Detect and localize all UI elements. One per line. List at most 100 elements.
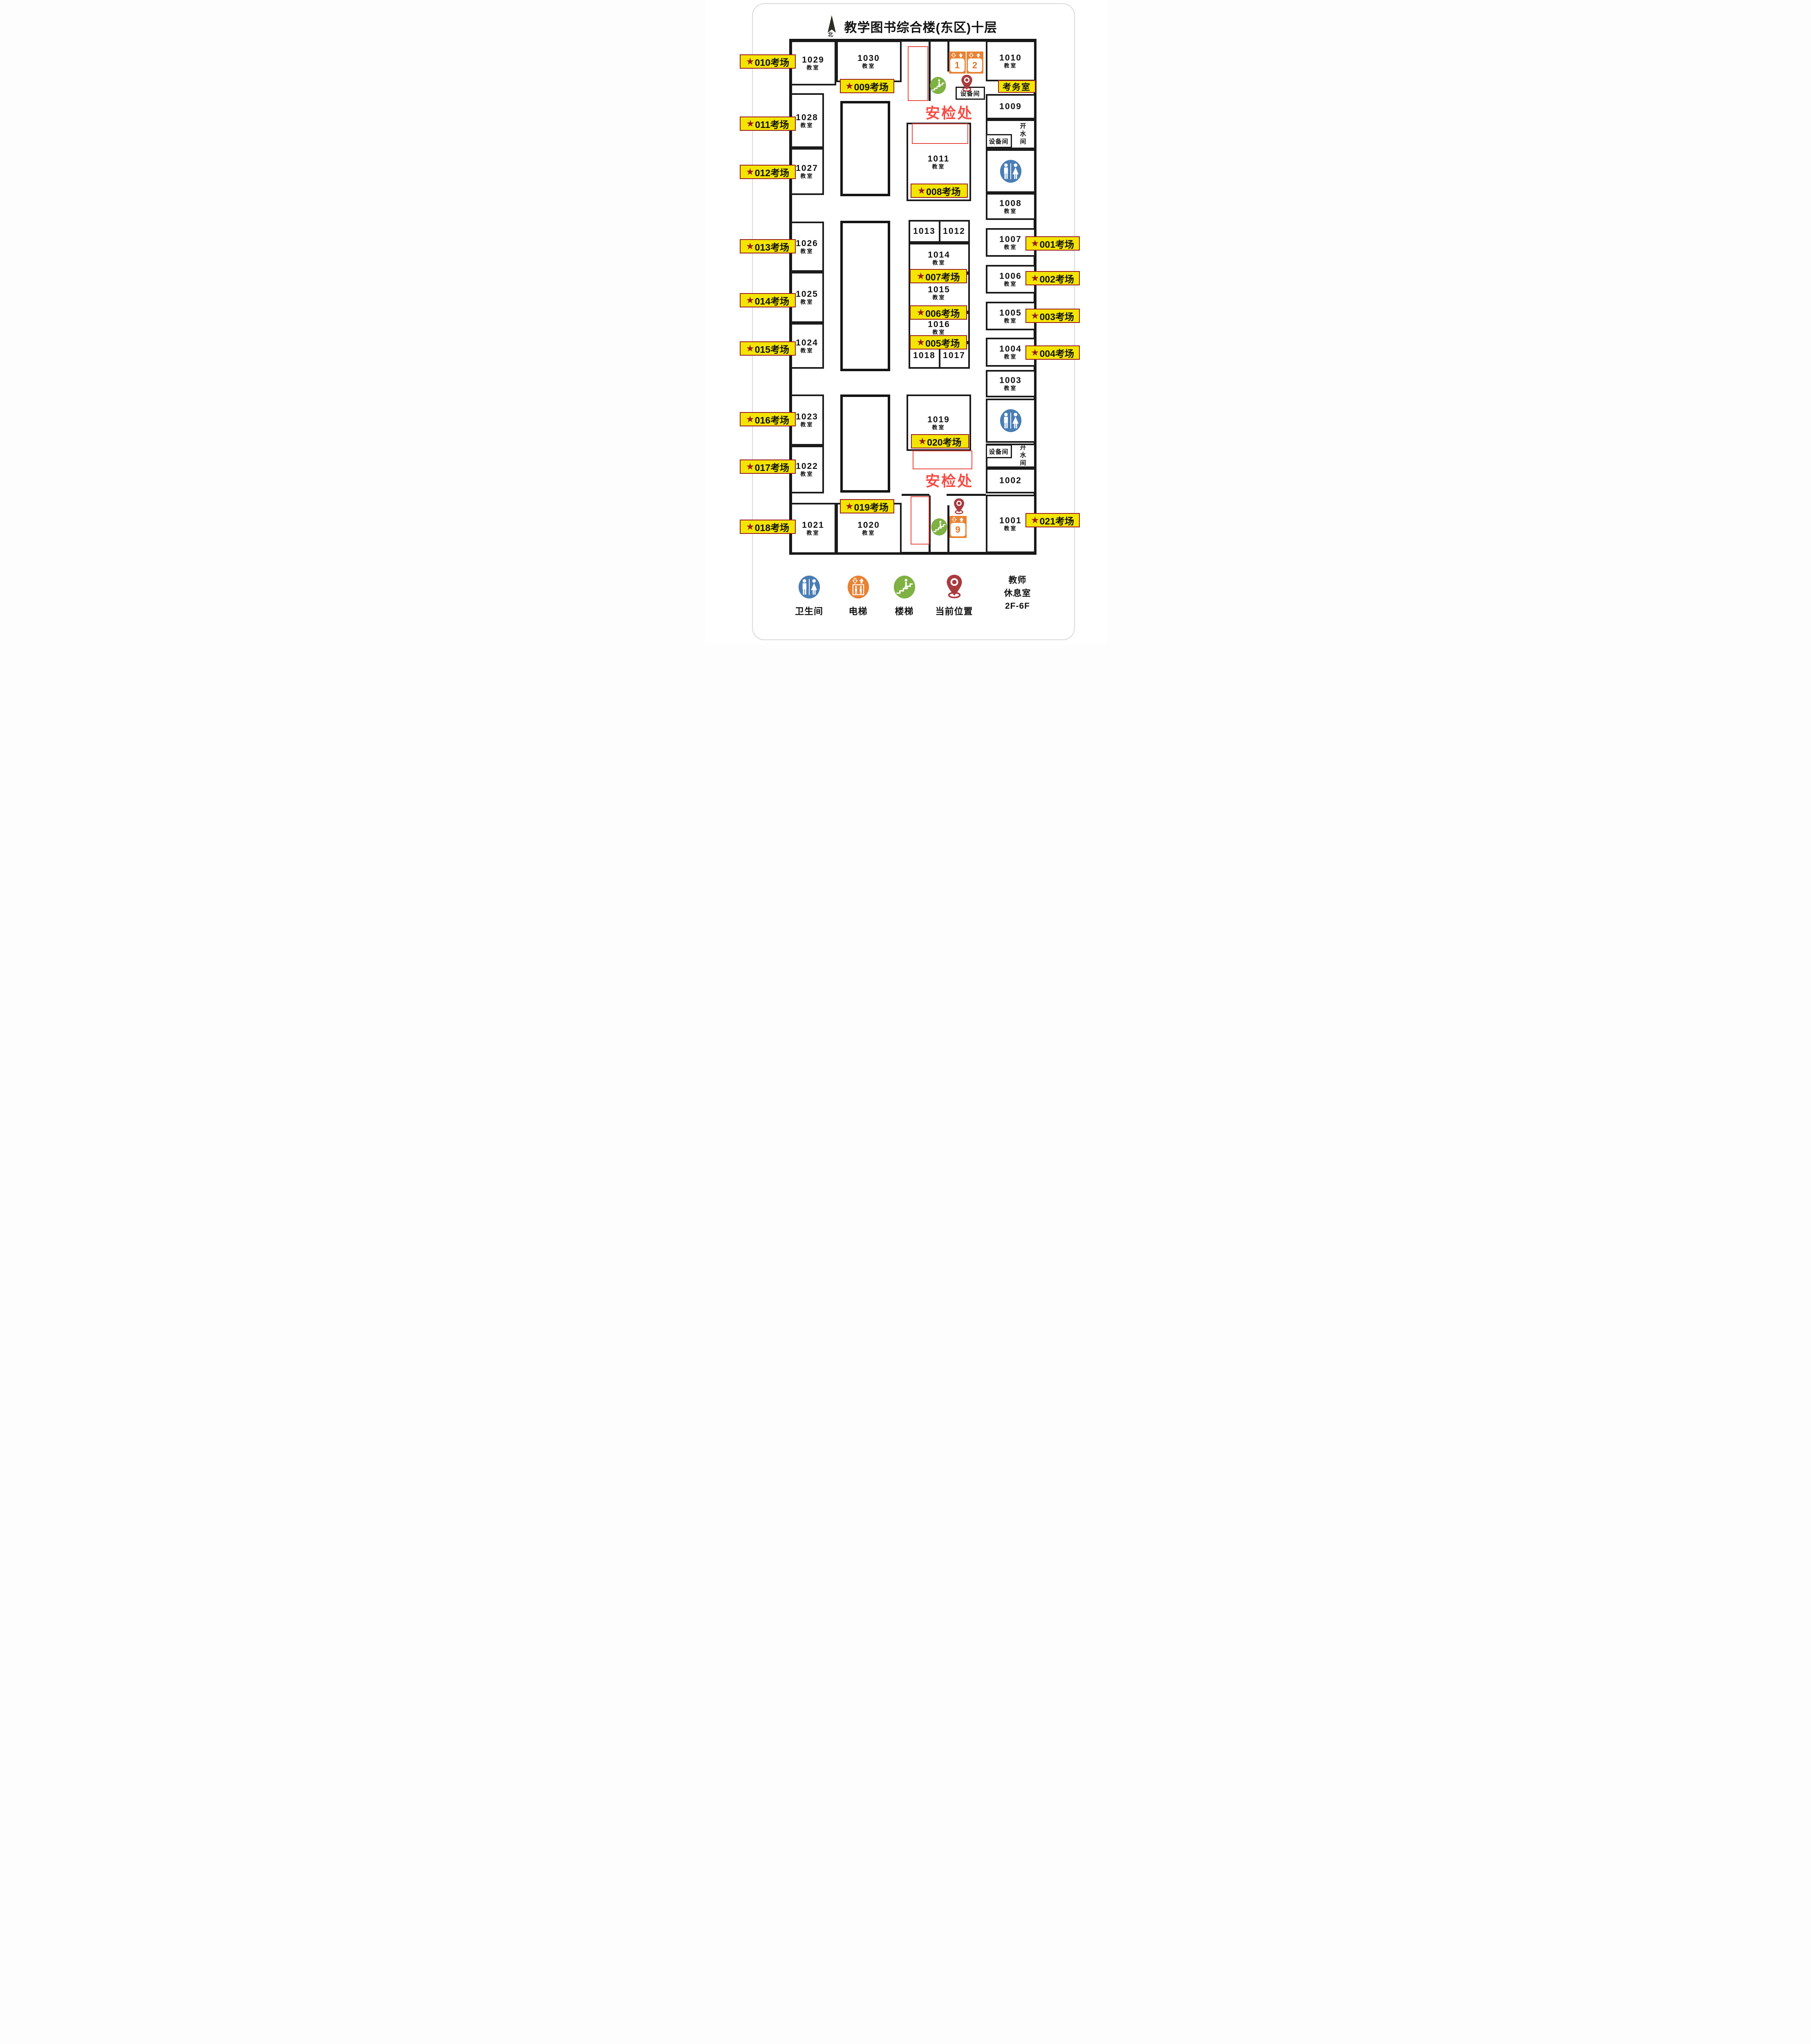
room-number: 1001 bbox=[999, 516, 1022, 526]
room-number: 1030 bbox=[857, 53, 880, 63]
room-number: 1021 bbox=[802, 520, 824, 530]
security-lane-top-vertical bbox=[907, 46, 928, 101]
room-number: 1027 bbox=[796, 164, 818, 173]
exam-office-label: 考务室 bbox=[998, 80, 1036, 93]
star-icon: ★ bbox=[1031, 347, 1039, 358]
star-icon: ★ bbox=[746, 241, 754, 251]
star-icon: ★ bbox=[916, 337, 925, 347]
atrium-void-top bbox=[840, 101, 890, 196]
page-title: 教学图书综合楼(东区)十层 bbox=[844, 20, 998, 35]
toilet-room-top bbox=[985, 149, 1036, 193]
room-number: 1026 bbox=[796, 239, 818, 249]
star-icon: ★ bbox=[916, 271, 925, 281]
exam-label-013: ★013考场 bbox=[739, 239, 796, 253]
elevator-number: 9 bbox=[950, 523, 965, 536]
exam-label-018: ★018考场 bbox=[739, 520, 796, 534]
exam-label-006: ★006考场 bbox=[909, 305, 967, 320]
room-number: 1016 bbox=[928, 319, 950, 329]
wall-segment bbox=[947, 39, 949, 72]
room-number: 1005 bbox=[999, 308, 1022, 318]
wall-segment bbox=[946, 494, 986, 496]
equipment-room-right-top: 设备间 bbox=[985, 134, 1012, 148]
star-icon: ★ bbox=[845, 501, 854, 511]
room-type: 教室 bbox=[1004, 244, 1017, 250]
room-type: 教室 bbox=[862, 530, 875, 536]
room-number: 1020 bbox=[857, 520, 880, 530]
security-lane-top-horizontal bbox=[911, 123, 968, 144]
elevator-9-icon: 9 bbox=[949, 516, 967, 538]
atrium-void-bottom bbox=[840, 394, 890, 493]
water-room-bottom-label: 开水间 bbox=[1020, 444, 1026, 466]
room-1008: 1008 教室 bbox=[985, 193, 1036, 220]
room-number: 1006 bbox=[999, 271, 1022, 281]
room-number: 1009 bbox=[999, 102, 1022, 112]
exam-label-001: ★001考场 bbox=[1025, 236, 1080, 251]
exam-label-012: ★012考场 bbox=[739, 165, 796, 179]
room-type: 教室 bbox=[806, 64, 820, 71]
room-type: 教室 bbox=[1004, 525, 1017, 532]
exam-label-004: ★004考场 bbox=[1025, 345, 1080, 360]
elevator-2-icon: 2 bbox=[966, 52, 983, 74]
wall-segment bbox=[928, 495, 931, 555]
security-lane-bottom-horizontal bbox=[912, 450, 972, 469]
location-pin-icon bbox=[961, 74, 972, 92]
room-number: 1004 bbox=[999, 344, 1022, 354]
room-type: 教室 bbox=[800, 471, 814, 477]
room-1021: 1021 教室 bbox=[790, 503, 836, 554]
exam-label-019: ★019考场 bbox=[839, 499, 894, 513]
room-1027: 1027 教室 bbox=[790, 148, 824, 195]
star-icon: ★ bbox=[746, 461, 754, 472]
room-type: 教室 bbox=[932, 329, 946, 335]
room-type: 教室 bbox=[1004, 280, 1017, 287]
exam-label-015: ★015考场 bbox=[739, 341, 796, 356]
exam-label-005: ★005考场 bbox=[909, 335, 967, 350]
equipment-room-label: 设备间 bbox=[989, 448, 1009, 455]
room-number: 1013 bbox=[913, 226, 936, 236]
security-lane-bottom-vertical bbox=[910, 496, 929, 545]
equipment-room-label: 设备间 bbox=[960, 90, 980, 97]
star-icon: ★ bbox=[746, 343, 754, 354]
star-icon: ★ bbox=[746, 166, 754, 177]
location-pin-icon bbox=[954, 498, 964, 514]
legend-toilet-label: 卫生间 bbox=[795, 606, 824, 616]
room-type: 教室 bbox=[1004, 317, 1017, 324]
room-type: 教室 bbox=[1004, 385, 1017, 392]
star-icon: ★ bbox=[845, 81, 854, 91]
equipment-room-right-bottom: 设备间 bbox=[985, 444, 1012, 458]
room-number: 1018 bbox=[913, 351, 936, 361]
room-number: 1010 bbox=[999, 53, 1022, 63]
room-1003: 1003 教室 bbox=[985, 370, 1036, 397]
room-1005: 1005 教室 bbox=[985, 302, 1036, 330]
room-1010: 1010 教室 bbox=[985, 40, 1036, 81]
room-type: 教室 bbox=[1004, 354, 1017, 360]
wc-icon bbox=[1000, 409, 1021, 432]
room-1030: 1030 教室 bbox=[836, 40, 902, 82]
room-number: 1029 bbox=[802, 55, 824, 65]
exam-label-020: ★020考场 bbox=[911, 434, 969, 448]
room-1012: 1012 bbox=[938, 220, 970, 243]
room-type: 教室 bbox=[806, 530, 820, 536]
water-room-top-label: 开水间 bbox=[1020, 123, 1026, 145]
elevator-number: 2 bbox=[967, 58, 982, 72]
exam-label-003: ★003考场 bbox=[1025, 309, 1080, 323]
exam-label-009: ★009考场 bbox=[839, 79, 894, 93]
room-type: 教室 bbox=[932, 163, 945, 170]
star-icon: ★ bbox=[1031, 310, 1039, 321]
exam-label-016: ★016考场 bbox=[739, 412, 796, 426]
security-check-label-top: 安检处 bbox=[925, 105, 974, 121]
equipment-room-top: 设备间 bbox=[955, 87, 985, 100]
room-1025: 1025 教室 bbox=[790, 272, 824, 323]
room-number: 1017 bbox=[943, 351, 965, 361]
room-1026: 1026 教室 bbox=[790, 222, 824, 272]
star-icon: ★ bbox=[1031, 238, 1039, 249]
room-number: 1025 bbox=[796, 289, 818, 299]
room-number: 1008 bbox=[999, 198, 1022, 208]
legend-stairs-label: 楼梯 bbox=[895, 606, 914, 616]
atrium-void-middle bbox=[840, 221, 890, 371]
exam-label-007: ★007考场 bbox=[909, 269, 967, 283]
wall-segment bbox=[947, 505, 949, 555]
room-number: 1019 bbox=[927, 415, 950, 424]
wall-segment bbox=[901, 494, 929, 496]
room-type: 教室 bbox=[1004, 62, 1017, 69]
exam-label-011: ★011考场 bbox=[739, 117, 796, 131]
